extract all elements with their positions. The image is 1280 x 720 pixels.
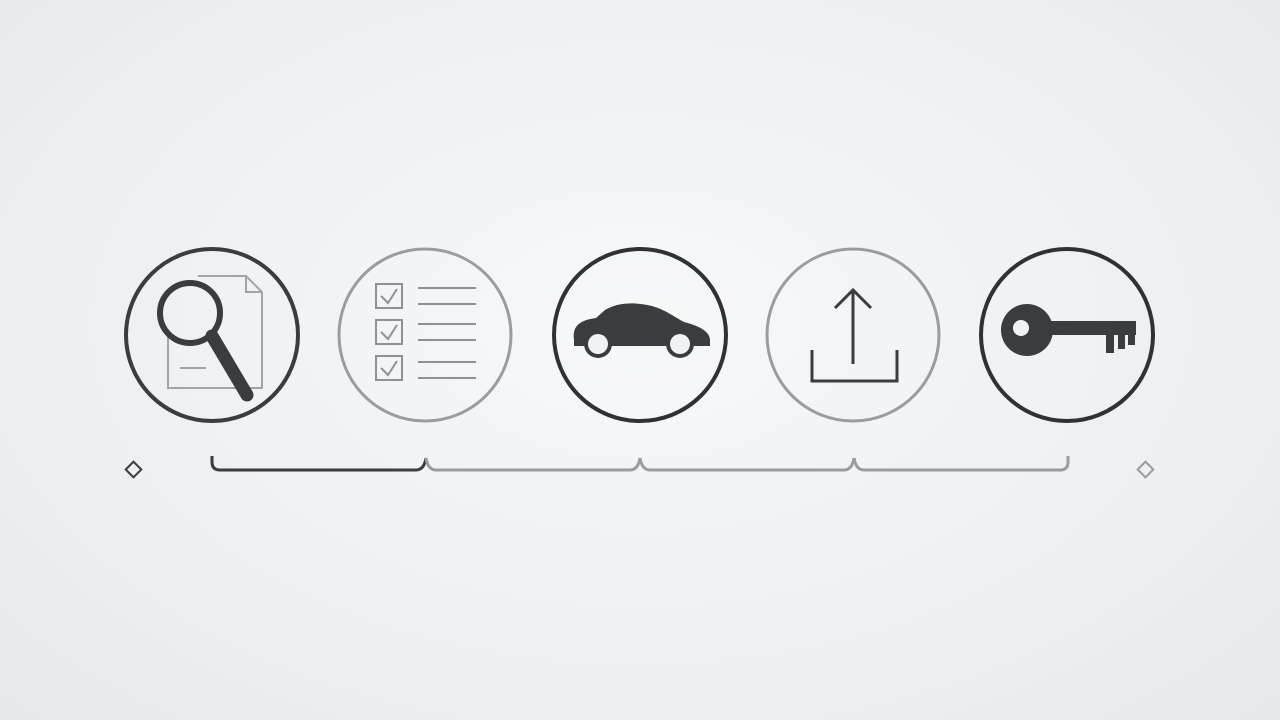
upload-icon [810,287,899,383]
step-upload [765,247,941,423]
step-circle [552,247,728,423]
checklist-icon [375,283,476,381]
magnifier-document-icon [157,275,263,402]
step-circle [124,247,300,423]
key-icon [1001,304,1136,356]
connector-vehicle-upload [638,457,856,472]
step-checklist [337,247,513,423]
step-keys [979,247,1155,423]
step-vehicle [552,247,728,423]
connector-research-checklist [210,456,428,472]
start-diamond [124,460,143,479]
step-circle [337,247,513,423]
step-circle [979,247,1155,423]
car-icon [573,303,710,358]
connector-upload-keys [852,456,1070,472]
end-diamond [1136,460,1155,479]
step-circle [765,247,941,423]
connector-checklist-vehicle [424,457,642,472]
step-research [124,247,300,423]
